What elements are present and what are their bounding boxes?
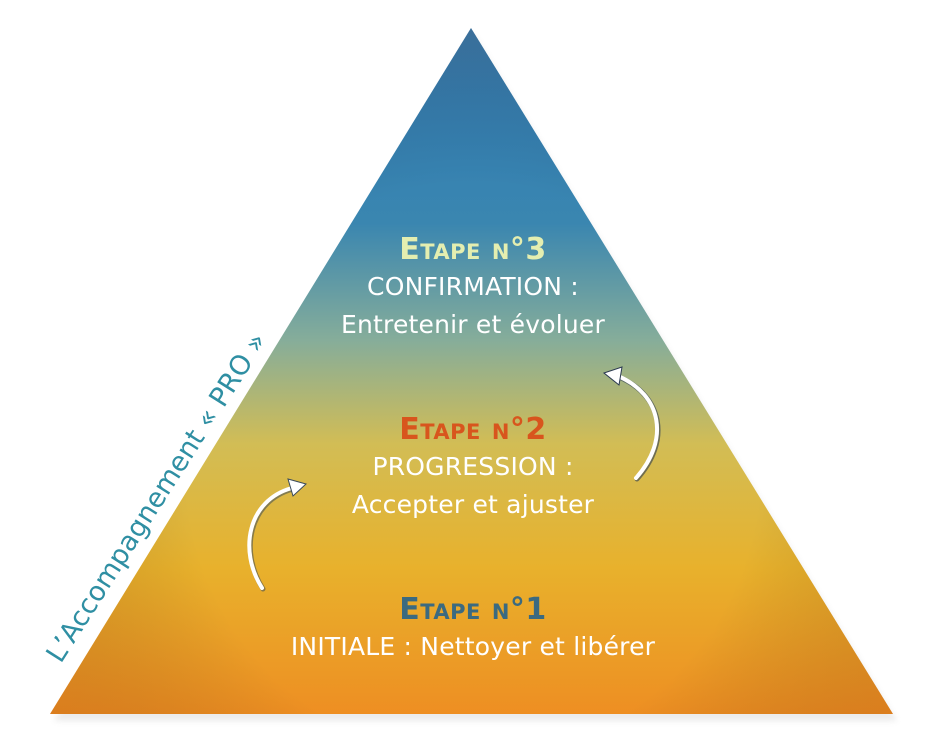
curved-arrow-right bbox=[602, 366, 661, 482]
step-3-line-1: CONFIRMATION : bbox=[367, 272, 579, 301]
step-2-block: Etape n°2 PROGRESSION : Accepter et ajus… bbox=[150, 412, 796, 524]
step-2-line-2: Accepter et ajuster bbox=[351, 490, 595, 519]
curved-arrow-left bbox=[247, 478, 307, 592]
step-1-block: Etape n°1 INITIALE : Nettoyer et libérer bbox=[150, 592, 796, 666]
step-3-block: Etape n°3 CONFIRMATION : Entretenir et é… bbox=[150, 232, 796, 344]
step-1-title: Etape n°1 bbox=[399, 592, 547, 627]
step-3-line-2: Entretenir et évoluer bbox=[340, 310, 605, 339]
step-2-line-1: PROGRESSION : bbox=[372, 452, 574, 481]
step-1-line-1: INITIALE : Nettoyer et libérer bbox=[290, 632, 656, 661]
step-2-title: Etape n°2 bbox=[399, 412, 547, 447]
pyramid-edge-shade bbox=[50, 28, 893, 714]
step-3-title: Etape n°3 bbox=[399, 232, 547, 267]
